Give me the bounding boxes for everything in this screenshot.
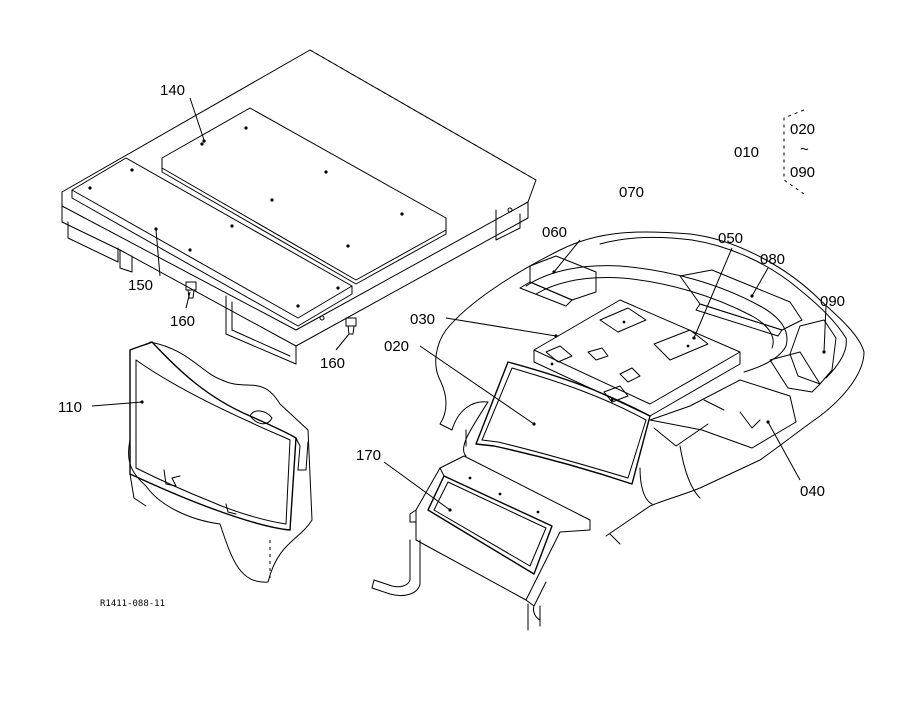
label-020: 020 — [384, 338, 409, 355]
roof-panel-assembly — [61, 49, 537, 365]
label-040: 040 — [800, 483, 825, 500]
label-030: 030 — [410, 311, 435, 328]
label-range-tilde: ~ — [800, 141, 809, 158]
label-range-020: 020 — [790, 121, 815, 138]
part-labels: 140 150 160 160 110 010 020 ~ 090 070 06… — [58, 82, 845, 609]
label-170: 170 — [356, 447, 381, 464]
clip-160-a — [185, 281, 197, 299]
leader-lines — [91, 97, 827, 512]
label-110: 110 — [58, 399, 82, 416]
label-060: 060 — [542, 224, 567, 241]
label-140: 140 — [160, 82, 185, 99]
label-150: 150 — [128, 277, 153, 294]
label-050: 050 — [718, 230, 743, 247]
label-010: 010 — [734, 144, 759, 161]
label-160-a: 160 — [170, 313, 195, 330]
clip-160-b — [345, 317, 357, 335]
label-080: 080 — [760, 251, 785, 268]
drawing-code: R1411-088-11 — [100, 599, 165, 609]
cab-shell-assembly — [435, 231, 865, 545]
label-range-090: 090 — [790, 164, 815, 181]
label-160-b: 160 — [320, 355, 345, 372]
label-070: 070 — [619, 184, 644, 201]
label-090: 090 — [820, 293, 845, 310]
dash-window-assembly — [128, 341, 313, 583]
instrument-panel-assembly — [371, 455, 591, 631]
